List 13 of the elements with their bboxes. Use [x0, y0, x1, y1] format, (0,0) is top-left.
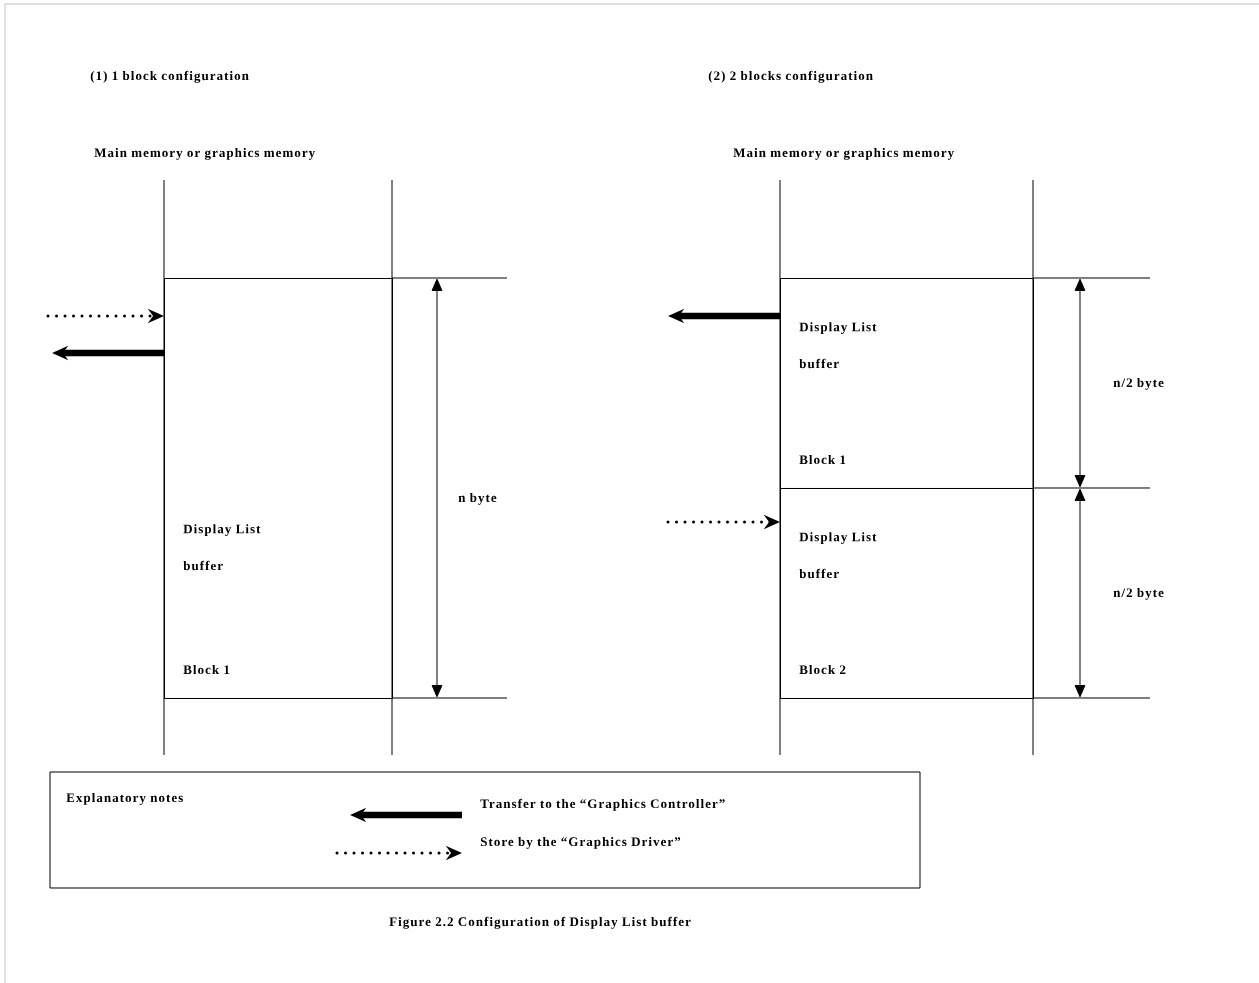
buffer-block: Display List buffer Block 1 — [164, 278, 393, 699]
label: Main memory or graphics memory — [733, 147, 954, 160]
label: n/2 byte — [1113, 587, 1164, 600]
legend-text: Transfer to the “Graphics Controller” — [480, 798, 725, 811]
legend-text: Store by the “Graphics Driver” — [480, 836, 681, 849]
label: (2) 2 blocks configuration — [708, 70, 873, 83]
caption: Figure 2.2 Configuration of Display List buffer — [389, 916, 691, 929]
label: Explanatory notes — [66, 792, 183, 805]
label: (1) 1 block configuration — [90, 70, 249, 83]
label: n byte — [458, 492, 497, 505]
label: Main memory or graphics memory — [94, 147, 315, 160]
buffer-block: Display List buffer Block 2 — [780, 488, 1034, 699]
label: n/2 byte — [1113, 377, 1164, 390]
